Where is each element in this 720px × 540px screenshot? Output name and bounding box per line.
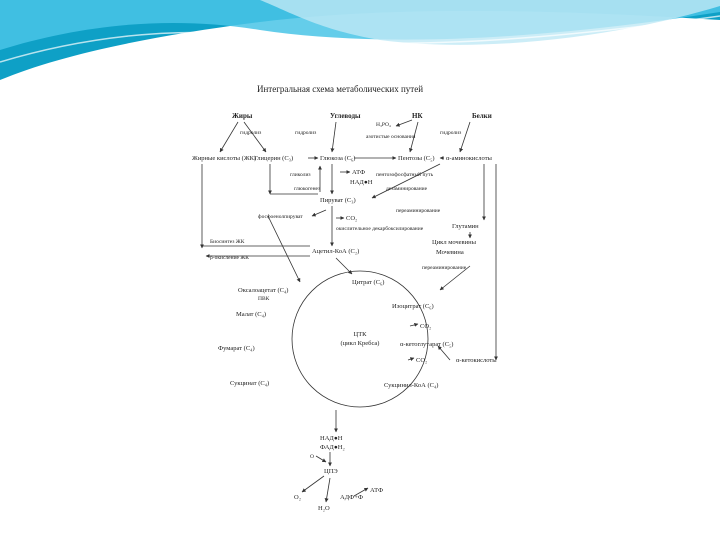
node-co2-2: CO₂ (420, 323, 431, 330)
node-nitrogen-bases: азотистые основания (366, 134, 416, 140)
diagram-connectors (200, 119, 498, 503)
node-atp-2: АТФ (370, 487, 383, 494)
node-acetyl-coa: Ацетил-КоА (C₂) (312, 248, 359, 255)
node-glutamine: Глутамин (452, 223, 479, 230)
node-pvk: ПВК (258, 296, 270, 302)
krebs-cycle-ring (291, 270, 429, 408)
label-gluconeogenesis: глюкогенез (294, 186, 320, 192)
label-glycolysis: гликолиз (290, 172, 311, 178)
tca-label-line1: ЦТК (354, 331, 368, 338)
node-nucleic: НК (412, 112, 423, 120)
node-h3po4: H₃PO₄ (376, 122, 391, 128)
node-succinyl-coa: Сукцинил-КоА (C₄) (384, 382, 438, 389)
label-deamination: дезаминирование (386, 186, 428, 192)
node-isocitrate: Изоцитрат (C₆) (392, 303, 434, 310)
node-fadh2: ФАД●Н₂ (320, 444, 345, 451)
node-glucose: Глюкоза (C₆) (320, 155, 355, 162)
node-succinate: Сукцинат (C₄) (230, 380, 269, 387)
node-o-in: O (310, 454, 314, 460)
label-hydrolysis-2: гидролиз (295, 130, 316, 136)
label-fa-biosynthesis: Биосинтез ЖК (210, 239, 245, 245)
node-urea: Мочевина (436, 249, 464, 256)
node-urea-cycle: Цикл мочевины (432, 239, 477, 246)
node-co2-1: CO₂ (346, 215, 357, 222)
label-oxidative-decarb: окислительное декарбоксилирование (336, 225, 424, 232)
node-akg: α-кетоглутарат (C₅) (400, 341, 453, 348)
label-pentose-path: пентозофосфатный путь (376, 171, 434, 178)
node-pep: фосфоенолпируват (258, 213, 303, 220)
node-h2o: H₂O (318, 505, 330, 512)
node-nadh-2: НАД●Н (320, 435, 343, 442)
node-co2-3: CO₂ (416, 357, 427, 364)
header-wave-banner (0, 0, 720, 80)
node-pentoses: Пентозы (C₅) (398, 155, 435, 162)
node-oxaloacetate: Оксалоацетат (C₄) (238, 287, 288, 294)
scanned-page (140, 60, 538, 536)
label-hydrolysis-3: гидролиз (440, 130, 461, 136)
node-fatty-acids: Жирные кислоты (ЖК) (192, 155, 256, 162)
label-beta-oxidation: β-окисление ЖК (210, 255, 249, 261)
node-adp: АДФ+Ф (340, 494, 363, 501)
metabolic-scheme-diagram: Интегральная схема метаболических путей … (192, 84, 498, 512)
label-transamination-2: переаминирование (422, 265, 467, 271)
node-etc: ЦПЭ (324, 468, 338, 475)
node-carbs: Углеводы (330, 112, 361, 120)
node-alpha-acids: α-кетокислоты (456, 357, 497, 364)
diagram-title: Интегральная схема метаболических путей (257, 84, 423, 94)
node-fumarate: Фумарат (C₄) (218, 345, 255, 352)
label-transamination: переаминирование (396, 208, 441, 214)
node-o2: O₂ (294, 494, 301, 501)
node-amino-acids: α-аминокислоты (446, 155, 493, 162)
node-pyruvate: Пируват (C₃) (320, 197, 356, 204)
node-nadh: НАД●Н (350, 179, 373, 186)
node-glycerol: Глицерин (C₃) (254, 155, 293, 162)
tca-label-line2: (цикл Кребса) (341, 340, 380, 347)
node-malate: Малат (C₄) (236, 311, 266, 318)
wave-highlight (0, 15, 720, 63)
node-citrate: Цитрат (C₆) (352, 279, 384, 286)
node-atp: АТФ (352, 169, 365, 176)
label-hydrolysis-1: гидролиз (240, 130, 261, 136)
node-proteins: Белки (472, 112, 492, 120)
wave-light (260, 0, 720, 45)
node-fats: Жиры (232, 112, 253, 120)
